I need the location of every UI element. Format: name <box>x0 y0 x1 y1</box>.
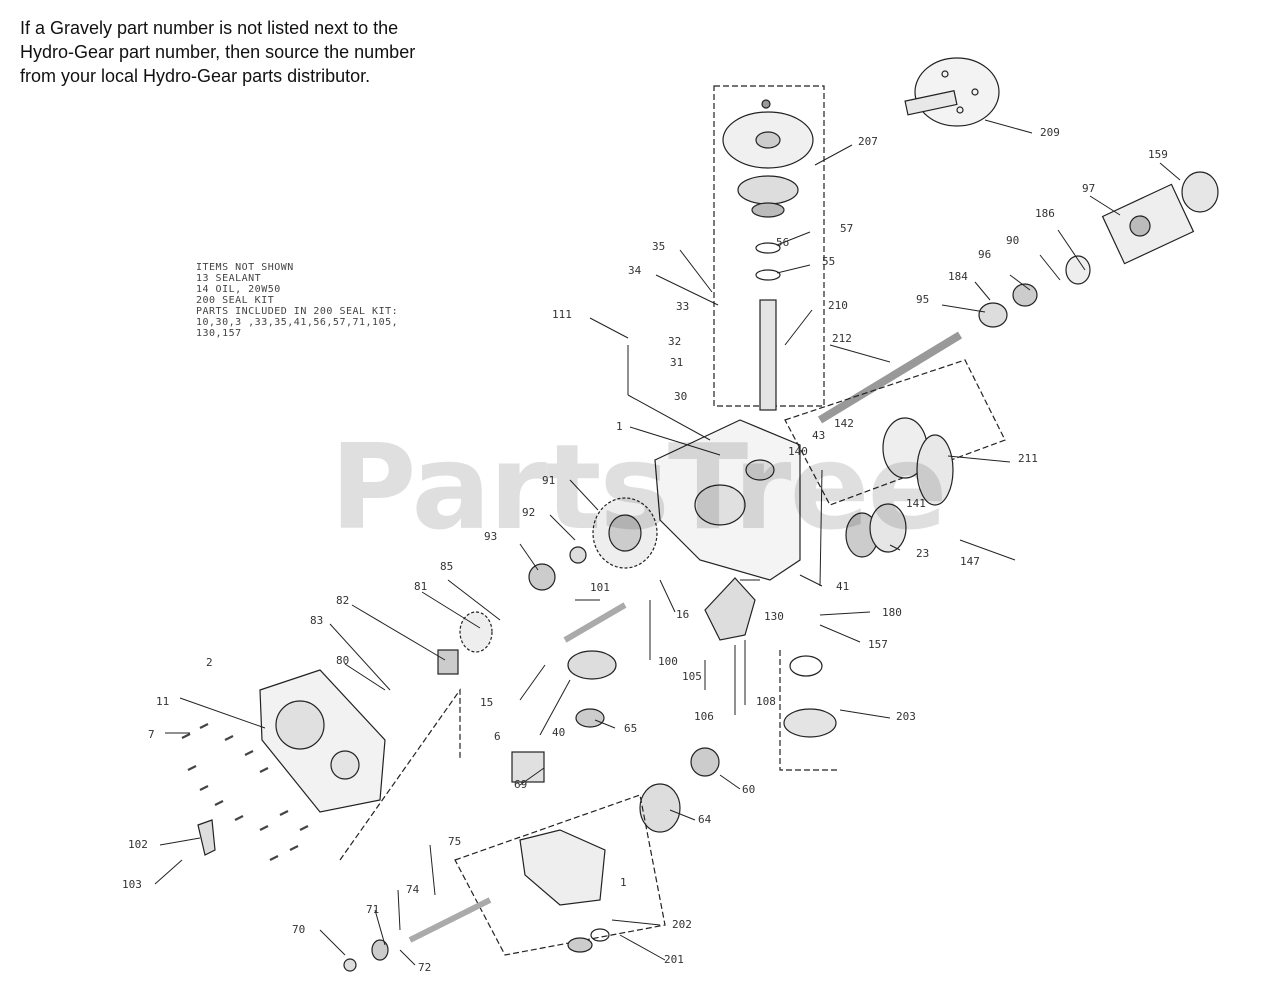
part-number-label: 74 <box>406 883 420 896</box>
part-number-label: 1 <box>616 420 623 433</box>
part-number-label: 80 <box>336 654 349 667</box>
part-number-label: 55 <box>822 255 835 268</box>
part-number-label: 64 <box>698 813 712 826</box>
part-number-label: 141 <box>906 497 926 510</box>
side-cover-part <box>259 669 386 813</box>
part-number-label: 157 <box>868 638 888 651</box>
part-number-label: 201 <box>664 953 684 966</box>
part-number-label: 147 <box>960 555 980 568</box>
part-number-label: 105 <box>682 670 702 683</box>
items-not-shown-line: PARTS INCLUDED IN 200 SEAL KIT: <box>196 306 399 317</box>
part-number-label: 90 <box>1006 234 1019 247</box>
part-number-label: 207 <box>858 135 878 148</box>
part-number-label: 96 <box>978 248 991 261</box>
part-number-label: 212 <box>832 332 852 345</box>
part-number-label: 111 <box>552 308 572 321</box>
items-not-shown-list: ITEMS NOT SHOWN 13 SEALANT 14 OIL, 20W50… <box>196 262 398 339</box>
part-number-label: 81 <box>414 580 427 593</box>
part-number-label: 2 <box>206 656 213 669</box>
part-number-label: 35 <box>652 240 665 253</box>
part-number-label: 6 <box>494 730 501 743</box>
part-number-label: 40 <box>552 726 565 739</box>
part-number-label: 210 <box>828 299 848 312</box>
part-number-label: 85 <box>440 560 453 573</box>
part-number-label: 186 <box>1035 207 1055 220</box>
distributor-note: If a Gravely part number is not listed n… <box>20 16 440 88</box>
part-number-label: 69 <box>514 778 527 791</box>
part-number-label: 102 <box>128 838 148 851</box>
items-not-shown-line: 10,30,3 ,33,35,41,56,57,71,105, <box>196 317 399 328</box>
items-not-shown-line: ITEMS NOT SHOWN <box>196 262 294 273</box>
part-number-label: 57 <box>840 222 853 235</box>
part-number-label: 95 <box>916 293 929 306</box>
note-line: from your local Hydro-Gear parts distrib… <box>20 66 371 86</box>
part-number-label: 82 <box>336 594 349 607</box>
part-number-label: 203 <box>896 710 916 723</box>
items-not-shown-line: 200 SEAL KIT <box>196 295 275 306</box>
part-number-label: 97 <box>1082 182 1095 195</box>
bearing-stack-part <box>978 171 1219 328</box>
part-number-label: 106 <box>694 710 714 723</box>
part-number-label: 16 <box>676 608 689 621</box>
part-number-label: 32 <box>668 335 681 348</box>
part-number-label: 202 <box>672 918 692 931</box>
part-number-label: 209 <box>1040 126 1060 139</box>
partstree-watermark: PartsTree <box>330 418 948 556</box>
part-number-label: 23 <box>916 547 929 560</box>
pump-housing-part <box>454 794 666 956</box>
part-number-label: 65 <box>624 722 637 735</box>
items-not-shown-line: 130,157 <box>196 328 242 339</box>
part-number-label: 71 <box>366 903 379 916</box>
part-number-label: 75 <box>448 835 461 848</box>
part-number-label: 31 <box>670 356 683 369</box>
part-number-label: 41 <box>836 580 849 593</box>
part-number-label: 108 <box>756 695 776 708</box>
part-number-label: 1 <box>620 876 627 889</box>
part-number-label: 11 <box>156 695 169 708</box>
axle-hub-part <box>904 57 1000 127</box>
main-housing-part <box>654 419 801 581</box>
part-label-layer: 2092071599718690961849535575655343311121… <box>122 126 1168 974</box>
part-number-label: 140 <box>788 445 808 458</box>
part-number-label: 70 <box>292 923 305 936</box>
part-number-label: 184 <box>948 270 968 283</box>
part-number-label: 72 <box>418 961 431 974</box>
part-number-label: 7 <box>148 728 155 741</box>
part-number-label: 60 <box>742 783 755 796</box>
items-not-shown-line: 14 OIL, 20W50 <box>196 284 281 295</box>
part-number-label: 159 <box>1148 148 1168 161</box>
part-number-label: 15 <box>480 696 493 709</box>
part-number-label: 30 <box>674 390 687 403</box>
note-line: If a Gravely part number is not listed n… <box>20 18 399 38</box>
cooling-fan-part <box>713 85 825 411</box>
items-not-shown-line: 13 SEALANT <box>196 273 262 284</box>
part-number-label: 101 <box>590 581 610 594</box>
part-number-label: 211 <box>1018 452 1038 465</box>
part-number-label: 91 <box>542 474 555 487</box>
part-number-label: 130 <box>764 610 784 623</box>
part-number-label: 83 <box>310 614 323 627</box>
part-number-label: 180 <box>882 606 902 619</box>
part-number-label: 93 <box>484 530 497 543</box>
part-number-label: 56 <box>776 236 789 249</box>
gear-part <box>592 497 658 569</box>
part-number-label: 33 <box>676 300 689 313</box>
part-number-label: 43 <box>812 429 825 442</box>
part-number-label: 34 <box>628 264 642 277</box>
part-number-label: 92 <box>522 506 535 519</box>
part-number-label: 103 <box>122 878 142 891</box>
part-number-label: 100 <box>658 655 678 668</box>
note-line: Hydro-Gear part number, then source the … <box>20 42 416 62</box>
part-number-label: 142 <box>834 417 854 430</box>
